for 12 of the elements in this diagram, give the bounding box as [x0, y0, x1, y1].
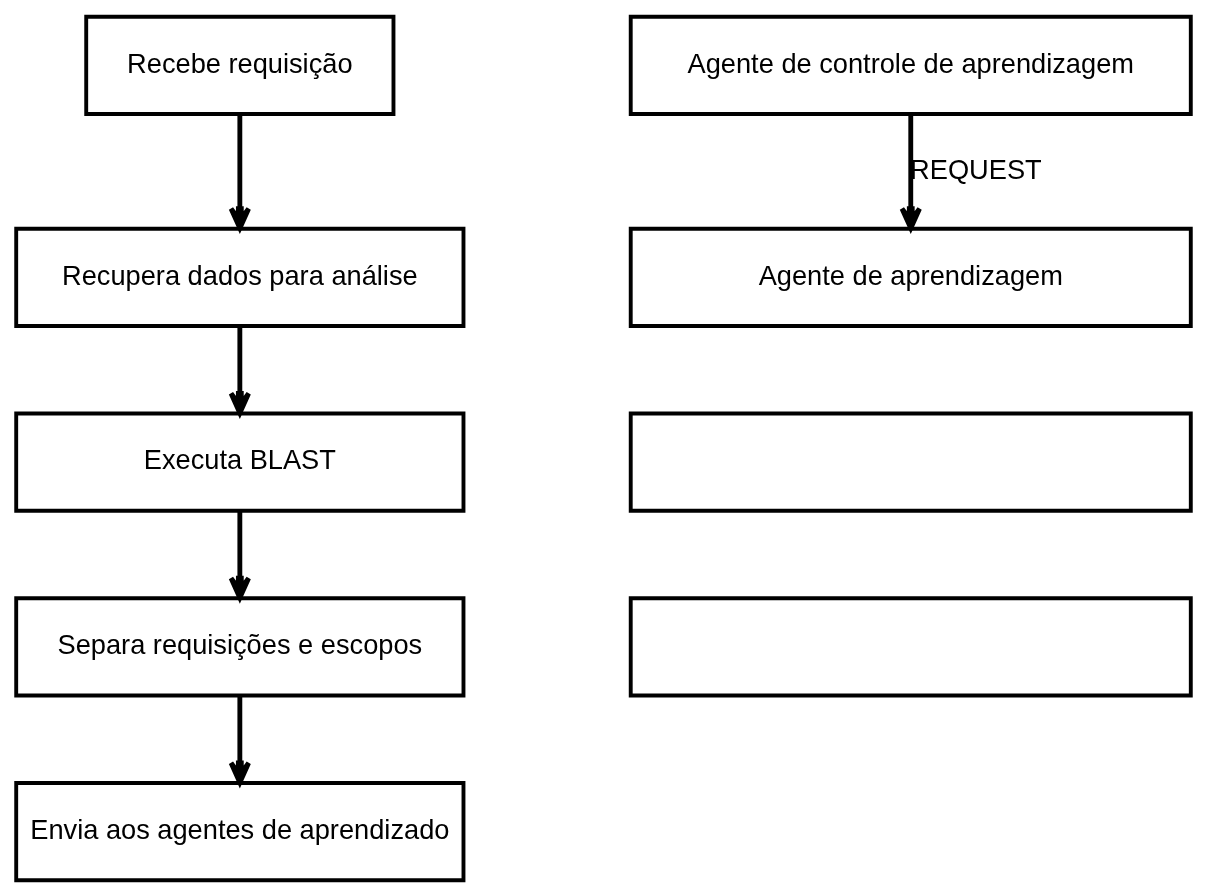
node-box: Recupera dados para análise — [14, 226, 466, 328]
node-box — [628, 595, 1193, 697]
node-box: Separa requisições e escopos — [14, 595, 466, 697]
node-box: Agente de controle de aprendizagem — [628, 14, 1193, 116]
arrow — [228, 113, 251, 231]
arrow — [899, 113, 922, 231]
node-box: Envia aos agentes de aprendizado — [14, 780, 466, 882]
node-box: Recebe requisição — [84, 14, 396, 116]
node-box: Agente de aprendizagem — [628, 226, 1193, 328]
node-box: Executa BLAST — [14, 411, 466, 513]
node-box — [628, 411, 1193, 513]
edge-label: REQUEST — [910, 153, 1042, 185]
